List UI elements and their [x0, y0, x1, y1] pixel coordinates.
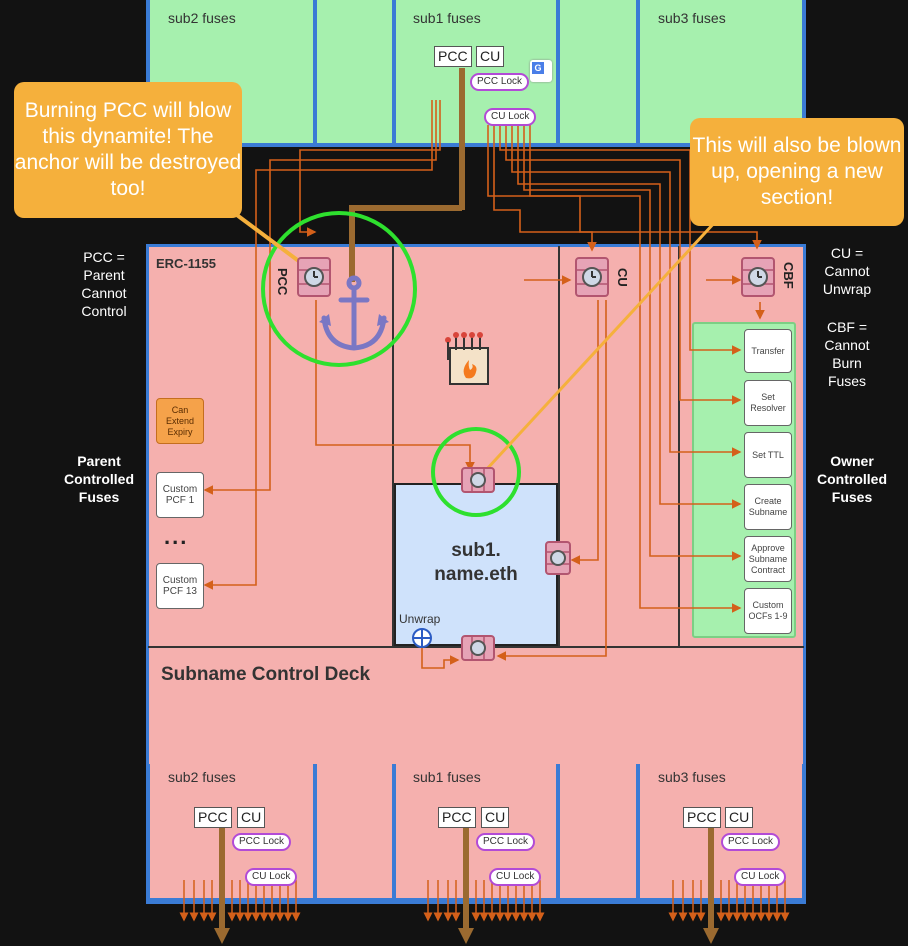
extend-expiry-fuse: Can Extend Expiry: [156, 398, 204, 444]
bottom-divider: [802, 764, 806, 902]
section-label-sub2-bottom: sub2 fuses: [168, 769, 236, 785]
cu-lock-bottom-sub3: CU Lock: [734, 868, 787, 886]
dynamite-unwrap-icon: [460, 634, 496, 662]
cu-lock-bottom-sub2: CU Lock: [245, 868, 298, 886]
top-divider: [802, 0, 806, 143]
pcc-tag-bottom-sub2: PCC: [194, 807, 232, 828]
cbf-section-divider: [678, 246, 680, 646]
pcc-tag-top: PCC: [434, 46, 472, 67]
parent-fuses-ellipsis: ...: [164, 524, 189, 549]
owner-fuse-transfer: Transfer: [744, 329, 792, 373]
section-label-sub3-top: sub3 fuses: [658, 10, 726, 26]
anchor-icon: [319, 275, 389, 351]
matchbox-icon: [445, 332, 489, 385]
bottom-divider: [146, 764, 150, 902]
bottom-divider: [313, 764, 317, 902]
owner-fuse-set-resolver: Set Resolver: [744, 380, 792, 426]
owner-fuse-approve-subname-contract: Approve Subname Contract: [744, 536, 792, 582]
dynamite-pcc-icon: [296, 254, 332, 300]
bottom-bank-border: [146, 898, 806, 903]
dynamite-cbf-icon: [740, 254, 776, 300]
pcc-tag-bottom-sub3: PCC: [683, 807, 721, 828]
section-label-sub3-bottom: sub3 fuses: [658, 769, 726, 785]
unwrap-crosshair-icon: [412, 628, 432, 648]
callout-anchor: Burning PCC will blow this dynamite! The…: [14, 82, 242, 218]
pcc-lock-bottom-sub2: PCC Lock: [232, 833, 292, 851]
cu-tag-top: CU: [476, 46, 505, 67]
custom-pcf13-fuse: Custom PCF 13: [156, 563, 204, 609]
legend-pcc: PCC = Parent Cannot Control: [81, 249, 127, 319]
section-label-sub1-bottom: sub1 fuses: [413, 769, 481, 785]
bottom-divider: [392, 764, 396, 902]
cu-vertical-label: CU: [615, 268, 630, 287]
pcc-vertical-label: PCC: [275, 268, 290, 296]
pcc-lock-bottom-sub3: PCC Lock: [721, 833, 781, 851]
name-line2: name.eth: [434, 564, 518, 585]
cu-section-divider: [558, 246, 560, 646]
token-label: ERC-1155: [156, 256, 216, 271]
legend-cu: CU = Cannot Unwrap: [822, 245, 872, 297]
deck-label: Subname Control Deck: [161, 664, 371, 685]
owner-fuse-set-ttl: Set TTL: [744, 432, 792, 478]
cu-lock-bottom-sub1: CU Lock: [489, 868, 542, 886]
top-divider: [556, 0, 560, 143]
unwrap-label: Unwrap: [399, 612, 441, 626]
cu-lock-top: CU Lock: [484, 108, 537, 126]
pcc-lock-bottom-sub1: PCC Lock: [476, 833, 536, 851]
section-label-sub1-top: sub1 fuses: [413, 10, 481, 26]
dynamite-cu-icon: [574, 254, 610, 300]
legend-owner-controlled: Owner Controlled Fuses: [817, 453, 887, 505]
top-divider: [392, 0, 396, 143]
bottom-divider: [636, 764, 640, 902]
cu-tag-bottom-sub1: CU: [481, 807, 510, 828]
top-divider: [636, 0, 640, 143]
cu-tag-bottom-sub3: CU: [725, 807, 754, 828]
pcc-lock-top: PCC Lock: [470, 73, 530, 91]
dynamite-pcc-section-icon: [460, 466, 496, 494]
name-line1: sub1.: [451, 540, 501, 561]
translate-icon: G: [530, 60, 552, 82]
section-label-sub2-top: sub2 fuses: [168, 10, 236, 26]
callout-new-section: This will also be blown up, opening a ne…: [690, 118, 904, 226]
cbf-vertical-label: CBF: [781, 262, 796, 289]
custom-pcf1-fuse: Custom PCF 1: [156, 472, 204, 518]
owner-fuse-custom-ocfs: Custom OCFs 1-9: [744, 588, 792, 634]
legend-cbf: CBF = Cannot Burn Fuses: [824, 319, 870, 389]
top-divider: [313, 0, 317, 143]
dynamite-cu-section-icon: [544, 540, 572, 576]
bottom-divider: [556, 764, 560, 902]
owner-fuse-create-subname: Create Subname: [744, 484, 792, 530]
legend-parent-controlled: Parent Controlled Fuses: [64, 453, 134, 505]
cu-tag-bottom-sub2: CU: [237, 807, 266, 828]
top-divider: [146, 0, 150, 143]
pcc-tag-bottom-sub1: PCC: [438, 807, 476, 828]
